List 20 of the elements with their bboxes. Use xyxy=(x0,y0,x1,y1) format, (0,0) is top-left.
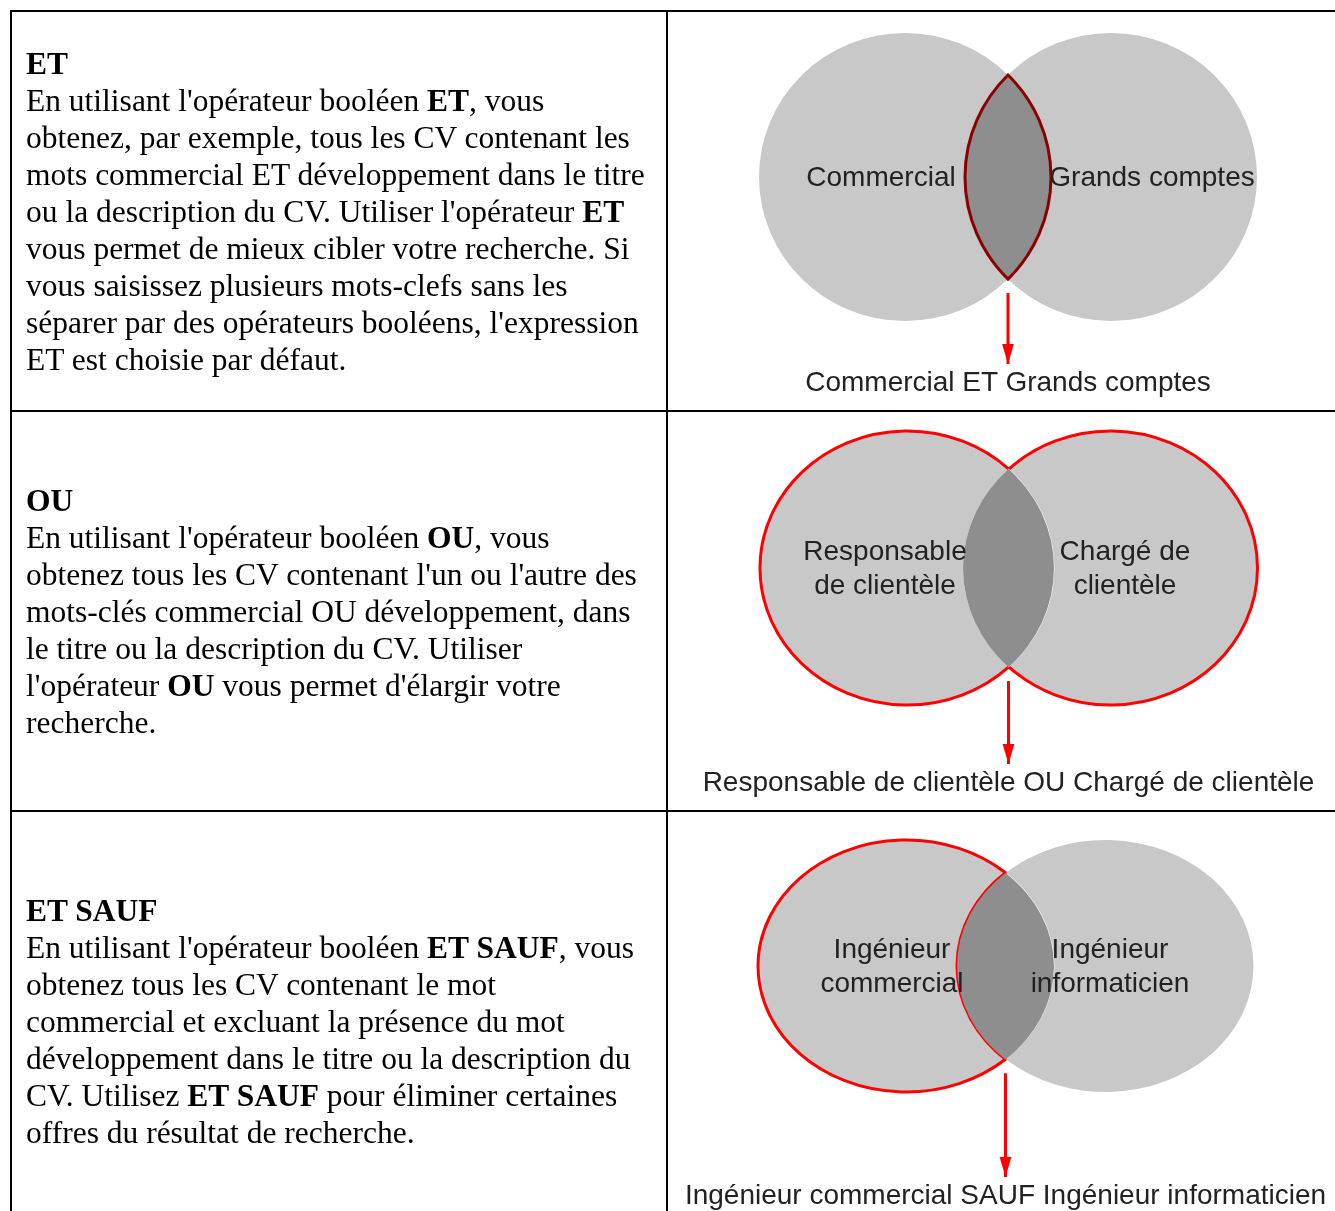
venn-circle xyxy=(1008,431,1257,705)
result-caption: Commercial ET Grands comptes xyxy=(805,366,1211,398)
description-text: En utilisant l'opérateur booléen OU, vous obtenez tous les CV contenant l'un ou l'autre des mots-clés commercial OU développement, dans le titre ou la description du CV. Utiliser l'opérateur OU vous permet d'élargir votre recherche. xyxy=(26,518,638,741)
section-heading: ET xyxy=(26,44,69,82)
venn-circle xyxy=(758,840,1006,1092)
arrow xyxy=(999,1073,1012,1177)
venn-circle xyxy=(760,431,1009,705)
circle-label: Responsable de clientèle xyxy=(802,534,968,602)
section-heading: OU xyxy=(26,481,74,519)
description-text: En utilisant l'opérateur booléen ET SAUF, vous obtenez tous les CV contenant le mot commercial et excluant la présence du mot développement dans le titre ou la description du CV. Utilisez ET SAUF pour éliminer certaines offres du résultat de recherche. xyxy=(26,928,635,1151)
section-heading: ET SAUF xyxy=(26,891,158,929)
result-caption: Responsable de clientèle OU Chargé de clientèle xyxy=(702,766,1315,798)
result-caption: Ingénieur commercial SAUF Ingénieur informaticien xyxy=(684,1179,1327,1211)
arrow xyxy=(1002,293,1014,364)
description-text: En utilisant l'opérateur booléen ET, vous obtenez, par exemple, tous les CV contenant les mots commercial ET développement dans le titre ou la description du CV. Utiliser l'opérateur ET vous permet de mieux cibler votre recherche. Si vous saisissez plusieurs mots-clefs sans les séparer par des opérateurs booléens, l'expression ET est choisie par défaut. xyxy=(26,81,646,378)
circle-label: Chargé de clientèle xyxy=(1058,534,1192,602)
circle-label: Ingénieur informaticien xyxy=(1029,932,1191,1000)
overlap-region xyxy=(965,74,1051,280)
arrow xyxy=(1002,681,1015,764)
circle-label: Commercial xyxy=(806,160,956,194)
